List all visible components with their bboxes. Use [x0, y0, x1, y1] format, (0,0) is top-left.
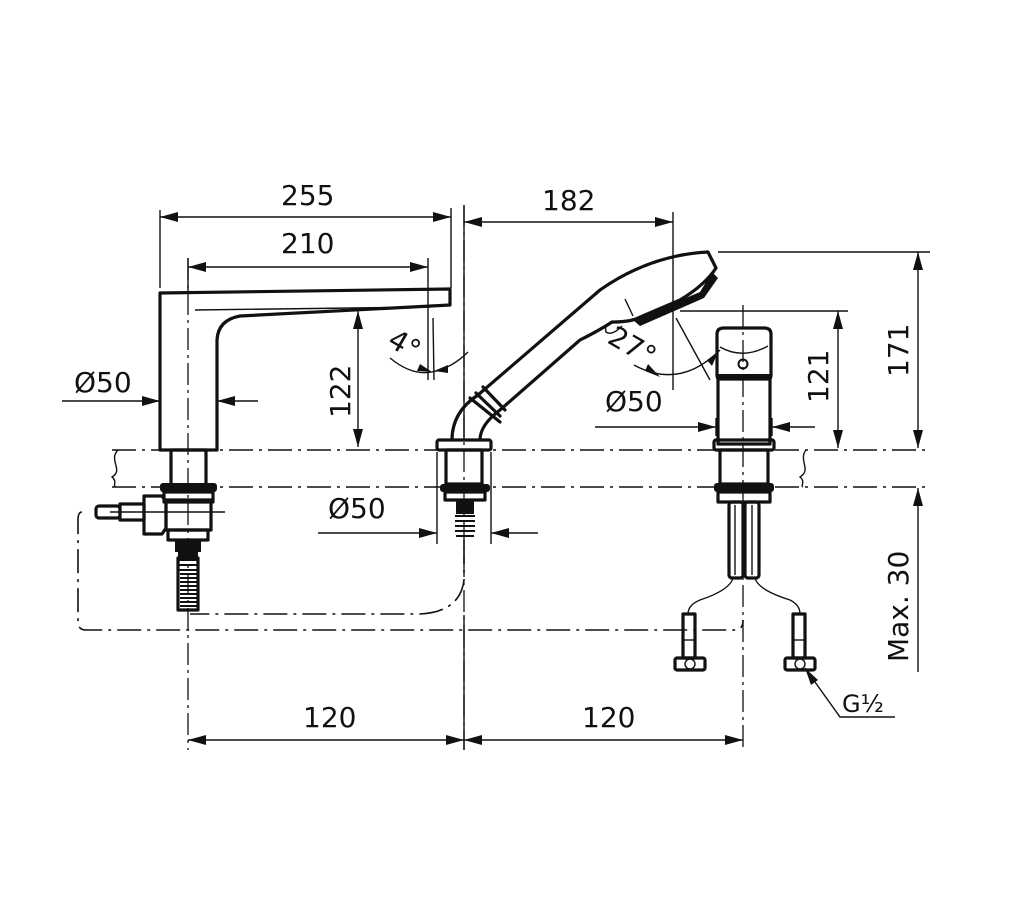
dim-171: 171: [882, 324, 915, 377]
mixer-handle: [77, 305, 817, 750]
dim-50-spout: Ø50: [74, 366, 132, 399]
hand-shower: [190, 205, 718, 750]
spout: [94, 258, 452, 750]
dim-120-right: 120: [582, 701, 635, 734]
dim-50-handle: Ø50: [605, 385, 663, 418]
dim-50-shower: Ø50: [328, 492, 386, 525]
dim-255: 255: [281, 179, 334, 212]
dim-210: 210: [281, 227, 334, 260]
dim-120-left: 120: [303, 701, 356, 734]
dim-121: 121: [802, 350, 835, 403]
dimension-labels: 255 210 122 4° Ø50 182 27° Ø50 Ø50 121 1…: [74, 179, 915, 734]
thread-g-half: G½: [842, 690, 884, 718]
dim-27deg: 27°: [603, 319, 662, 372]
dim-122: 122: [324, 365, 357, 418]
dimension-lines: [62, 205, 930, 750]
dim-max30: Max. 30: [882, 551, 915, 662]
deck-outline: [110, 449, 930, 488]
dim-4deg: 4°: [383, 322, 427, 366]
dim-182: 182: [542, 184, 595, 217]
